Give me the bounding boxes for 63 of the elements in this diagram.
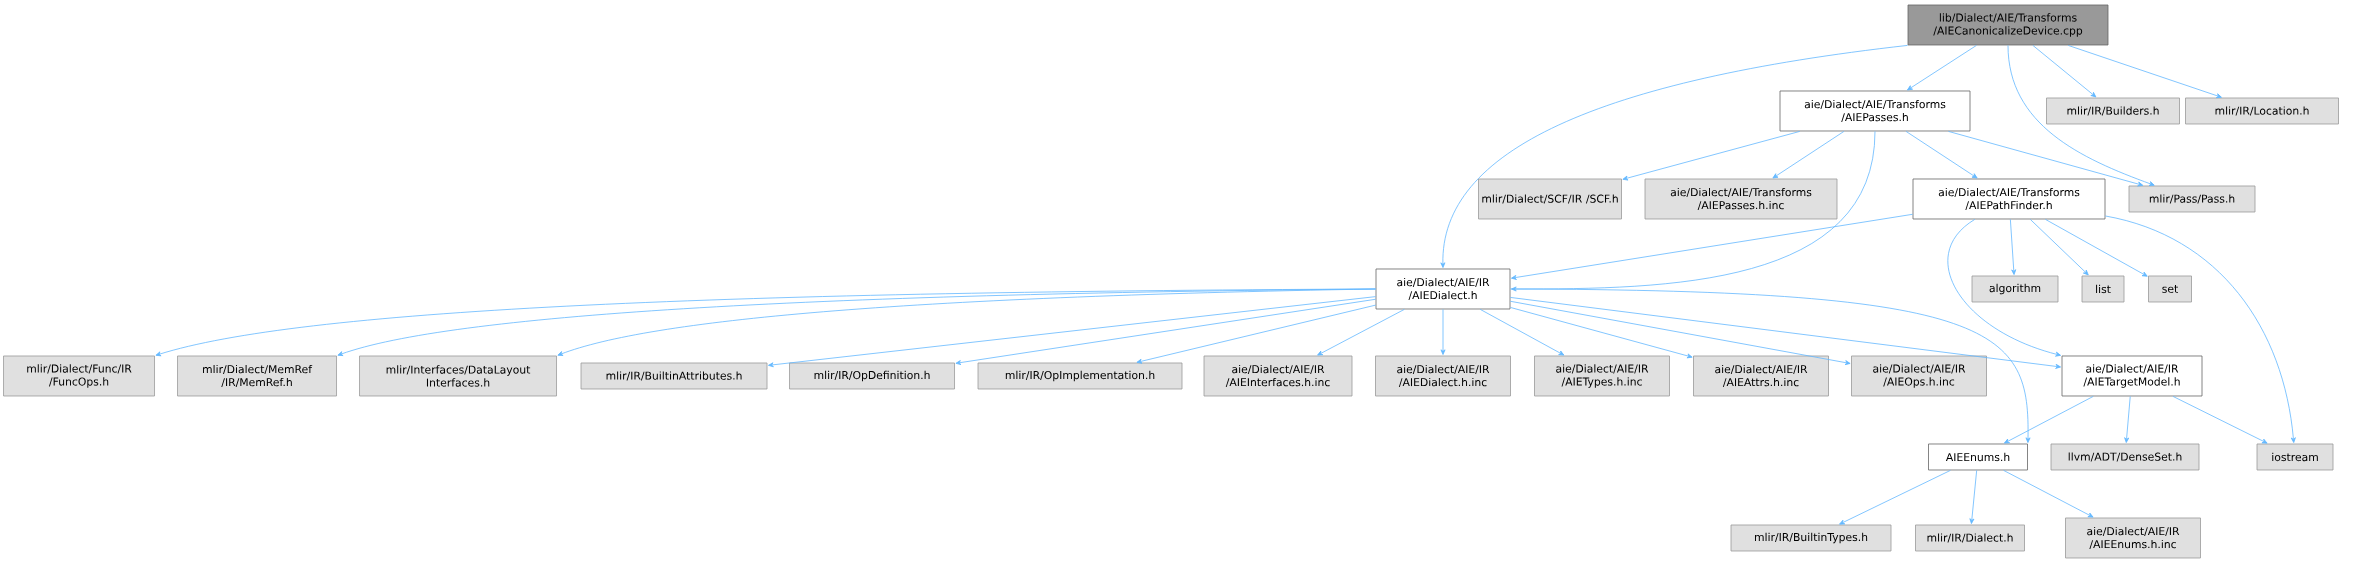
arrow <box>1622 131 1801 181</box>
arrow <box>1510 307 1693 359</box>
header-file-box: AIEEnums.h <box>1928 443 2028 471</box>
header-file-box: iostream <box>2256 443 2334 471</box>
header-file-box: list <box>2081 275 2125 303</box>
header-file-box: mlir/Dialect/MemRef /IR/MemRef.h <box>177 355 337 397</box>
arrow <box>1136 304 1376 364</box>
header-file-box: aie/Dialect/AIE/IR /AIEEnums.h.inc <box>2065 517 2201 559</box>
arrow <box>1510 297 2061 369</box>
header-file-box: mlir/IR/Builders.h <box>2046 97 2180 125</box>
header-file-box: aie/Dialect/AIE/IR /AIEAttrs.h.inc <box>1693 355 1829 397</box>
header-file-box: mlir/Interfaces/DataLayout Interfaces.h <box>359 355 557 397</box>
arrow <box>1440 45 1908 268</box>
arrow <box>1969 470 1978 524</box>
arrow <box>1317 309 1405 356</box>
arrow <box>1905 131 1978 179</box>
header-file-box: mlir/IR/BuiltinAttributes.h <box>580 362 768 390</box>
header-file-box: aie/Dialect/AIE/IR /AIETargetModel.h <box>2061 355 2203 397</box>
arrow <box>2003 470 2094 518</box>
arrow <box>1510 300 1851 366</box>
arrow <box>768 296 1376 368</box>
header-file-box: aie/Dialect/AIE/IR /AIEDialect.h.inc <box>1375 355 1511 397</box>
arrow <box>2032 45 2097 98</box>
arrow <box>2029 219 2089 276</box>
header-file-box: aie/Dialect/AIE/Transforms /AIEPathFinder.h <box>1912 178 2106 220</box>
header-file-box: aie/Dialect/AIE/Transforms /AIEPasses.h.inc <box>1644 178 1838 220</box>
arrow <box>557 288 1376 356</box>
header-file-box: mlir/IR/OpImplementation.h <box>977 362 1183 390</box>
arrow <box>1510 288 2031 443</box>
source-file-box: lib/Dialect/AIE/Transforms /AIECanonicalizeDevice.cpp <box>1907 4 2109 46</box>
arrow <box>2009 219 2017 275</box>
arrow <box>2067 45 2222 99</box>
arrow <box>2172 396 2268 444</box>
header-file-box: llvm/ADT/DenseSet.h <box>2050 443 2200 471</box>
arrow <box>1440 309 1446 355</box>
arrow <box>1772 131 1845 179</box>
arrow <box>1948 131 2144 187</box>
header-file-box: mlir/IR/OpDefinition.h <box>789 362 955 390</box>
header-file-box: mlir/Pass/Pass.h <box>2128 185 2256 213</box>
arrow <box>955 298 1376 365</box>
header-file-box: aie/Dialect/AIE/IR /AIEInterfaces.h.inc <box>1203 355 1353 397</box>
header-file-box: mlir/IR/Location.h <box>2185 97 2339 125</box>
arrow <box>1479 309 1565 356</box>
header-file-box: mlir/IR/Dialect.h <box>1915 524 2025 552</box>
arrow <box>1907 45 1977 91</box>
header-file-box: mlir/IR/BuiltinTypes.h <box>1730 524 1892 552</box>
arrow <box>2004 396 2094 444</box>
header-file-box: aie/Dialect/AIE/IR /AIEOps.h.inc <box>1851 355 1987 397</box>
header-file-box: aie/Dialect/AIE/IR /AIEDialect.h <box>1375 268 1511 310</box>
arrow <box>2105 215 2296 443</box>
arrow <box>2124 396 2131 443</box>
arrow <box>2045 219 2148 277</box>
arrow <box>1511 131 1876 292</box>
header-file-box: aie/Dialect/AIE/Transforms /AIEPasses.h <box>1779 90 1971 132</box>
header-file-box: aie/Dialect/AIE/IR /AIETypes.h.inc <box>1534 355 1670 397</box>
header-file-box: set <box>2148 275 2192 303</box>
arrow <box>1839 470 1951 525</box>
arrow <box>1947 219 2061 357</box>
arrow <box>1511 213 1913 280</box>
header-file-box: algorithm <box>1971 275 2059 303</box>
arrow <box>2007 45 2155 186</box>
header-file-box: mlir/Dialect/Func/IR /FuncOps.h <box>3 355 155 397</box>
header-file-box: mlir/Dialect/SCF/IR /SCF.h <box>1478 178 1622 220</box>
